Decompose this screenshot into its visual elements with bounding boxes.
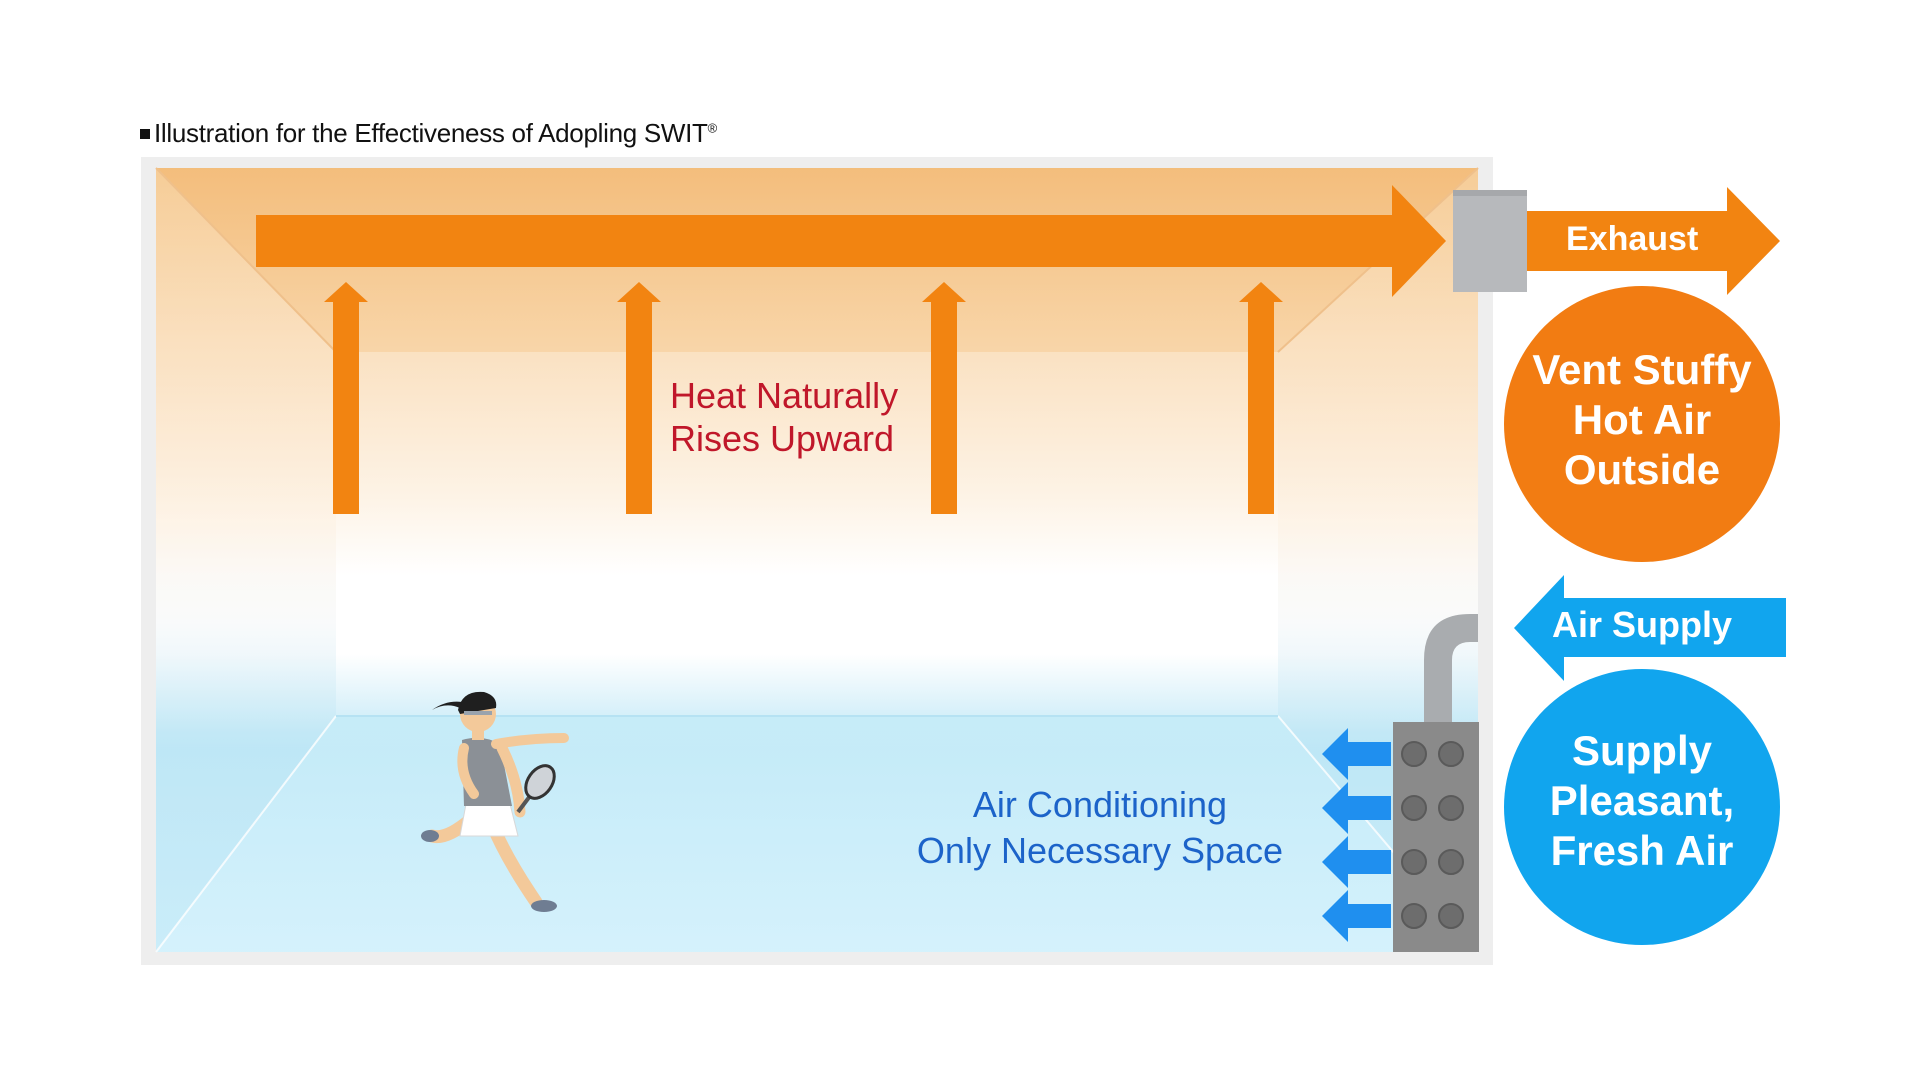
vent-circle [1504,286,1780,562]
floor-plane [156,716,1478,952]
floor-edge-left [155,715,337,953]
left-wall-plane [156,168,336,952]
air-supply-arrow [1514,575,1786,681]
rising-arrow-4 [1239,282,1283,514]
exhaust-vent-icon [1453,190,1527,292]
outlet-arrow-1 [1322,728,1391,780]
figure-caption: Illustration for the Effectiveness of Ad… [140,118,717,149]
supply-circle [1504,669,1780,945]
supply-duct [1424,614,1478,728]
rising-arrow-3 [922,282,966,514]
caption-bullet [140,129,150,139]
exhaust-arrow [1527,187,1780,295]
rising-arrow-2 [617,282,661,514]
air-supply-unit-icon [1393,722,1479,952]
outlet-arrow-3 [1322,836,1391,888]
ceiling-edge-left [155,167,337,353]
outlet-arrow-4 [1322,890,1391,942]
badminton-player-icon [421,691,569,912]
heat-flow-arrow [256,185,1446,297]
rising-arrow-1 [324,282,368,514]
caption-text: Illustration for the Effectiveness of Ad… [154,118,708,148]
outlet-arrow-2 [1322,782,1391,834]
caption-trademark: ® [707,120,718,136]
